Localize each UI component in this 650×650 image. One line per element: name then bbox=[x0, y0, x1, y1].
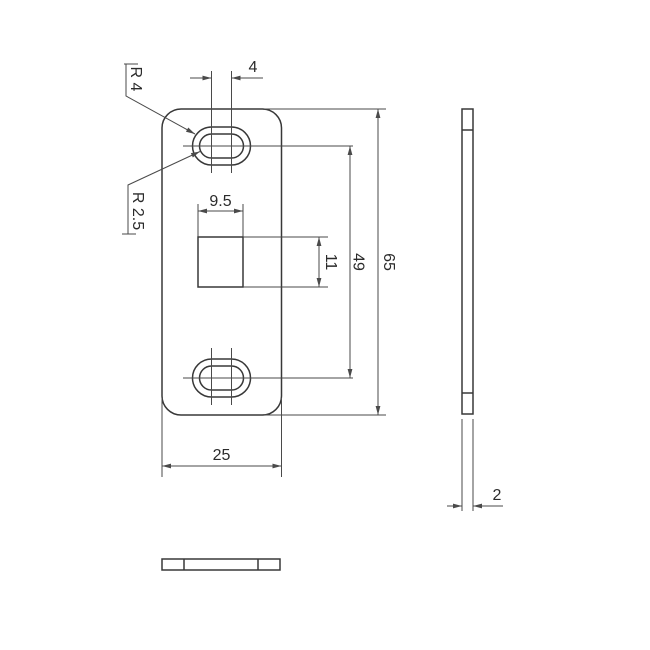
dim-square-width: 9.5 bbox=[197, 193, 244, 237]
dim-2-label: 2 bbox=[493, 487, 502, 504]
centerlines bbox=[183, 71, 353, 405]
front-view bbox=[161, 108, 283, 416]
dim-11-label: 11 bbox=[322, 254, 339, 271]
leader-r2.5-label: R 2.5 bbox=[129, 192, 146, 230]
dim-4-label: 4 bbox=[249, 59, 258, 76]
dim-hole-pitch: 49 bbox=[347, 146, 367, 378]
side-view bbox=[461, 108, 474, 415]
leader-r4-label: R 4 bbox=[127, 67, 144, 92]
leader-r2.5-line bbox=[127, 151, 201, 234]
leader-r4-line bbox=[125, 64, 196, 135]
dim-slot-center-spacing: 4 bbox=[190, 59, 263, 81]
dim-65-label: 65 bbox=[380, 253, 397, 271]
dim-9.5-label: 9.5 bbox=[209, 193, 231, 210]
dimensions: 4 9.5 11 49 65 bbox=[122, 59, 503, 511]
leader-inner-radius: R 2.5 bbox=[122, 151, 201, 235]
dim-square-height: 11 bbox=[243, 236, 339, 288]
dim-25-label: 25 bbox=[213, 447, 231, 464]
leader-outer-radius: R 4 bbox=[124, 63, 196, 135]
dim-thickness: 2 bbox=[447, 419, 503, 511]
bottom-view bbox=[161, 558, 281, 571]
square-hole bbox=[197, 236, 244, 288]
dim-plate-length: 65 bbox=[264, 108, 397, 416]
dim-49-label: 49 bbox=[350, 253, 367, 271]
plate-outline bbox=[161, 108, 283, 416]
dim-plate-width: 25 bbox=[161, 398, 282, 477]
bottom-view-outline bbox=[161, 558, 281, 571]
side-view-outline bbox=[461, 108, 474, 415]
